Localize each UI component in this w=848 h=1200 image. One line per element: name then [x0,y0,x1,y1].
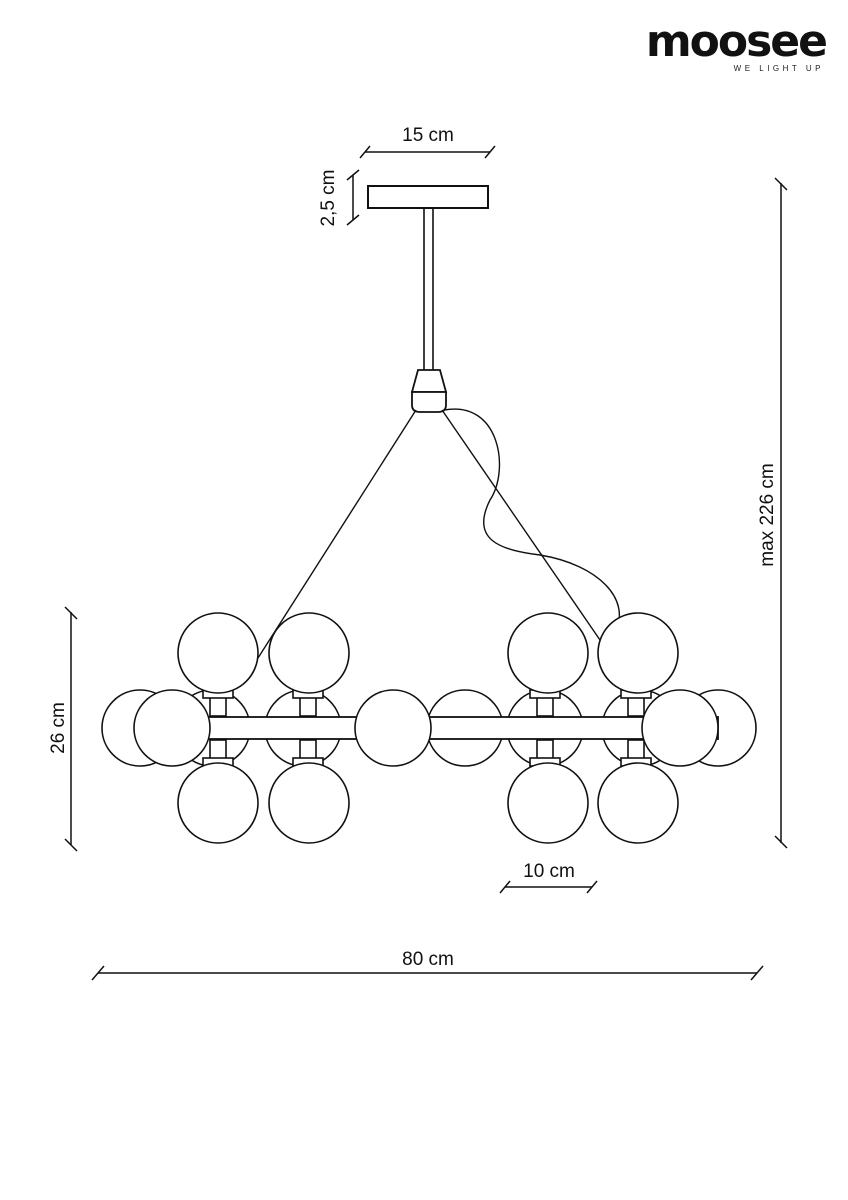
dim-canopy-width [359,145,496,159]
top-globes [177,612,679,694]
dim-globe-diameter [499,880,598,894]
bottom-globes [177,762,679,844]
globe [507,612,589,694]
dim-total-width-label: 80 cm [402,949,454,970]
globe [177,612,259,694]
front-globes [133,689,719,767]
globe [354,689,432,767]
globe [597,612,679,694]
dim-canopy-width-label: 15 cm [402,125,454,146]
rod-connector [410,369,448,413]
dim-canopy-height-label: 2,5 cm [318,169,339,226]
dim-total-height-label: max 226 cm [757,463,778,566]
globe [268,762,350,844]
dim-body-height-label: 26 cm [48,702,69,754]
suspension-rod [423,208,434,370]
globe [507,762,589,844]
globe [641,689,719,767]
brand-name: moosee [645,16,828,67]
dim-body-height [64,606,78,852]
globe [597,762,679,844]
suspension-wires [257,409,601,659]
dim-total-width [91,965,764,981]
globe [177,762,259,844]
ceiling-canopy [367,185,489,209]
dim-globe-diameter-label: 10 cm [523,861,575,882]
brand-tagline: WE LIGHT UP [733,64,824,73]
power-cable [443,408,621,631]
globe [268,612,350,694]
dim-total-height [774,177,788,849]
brand-logo: moosee WE LIGHT UP [636,16,828,74]
globe [133,689,211,767]
dim-canopy-height [346,169,360,226]
